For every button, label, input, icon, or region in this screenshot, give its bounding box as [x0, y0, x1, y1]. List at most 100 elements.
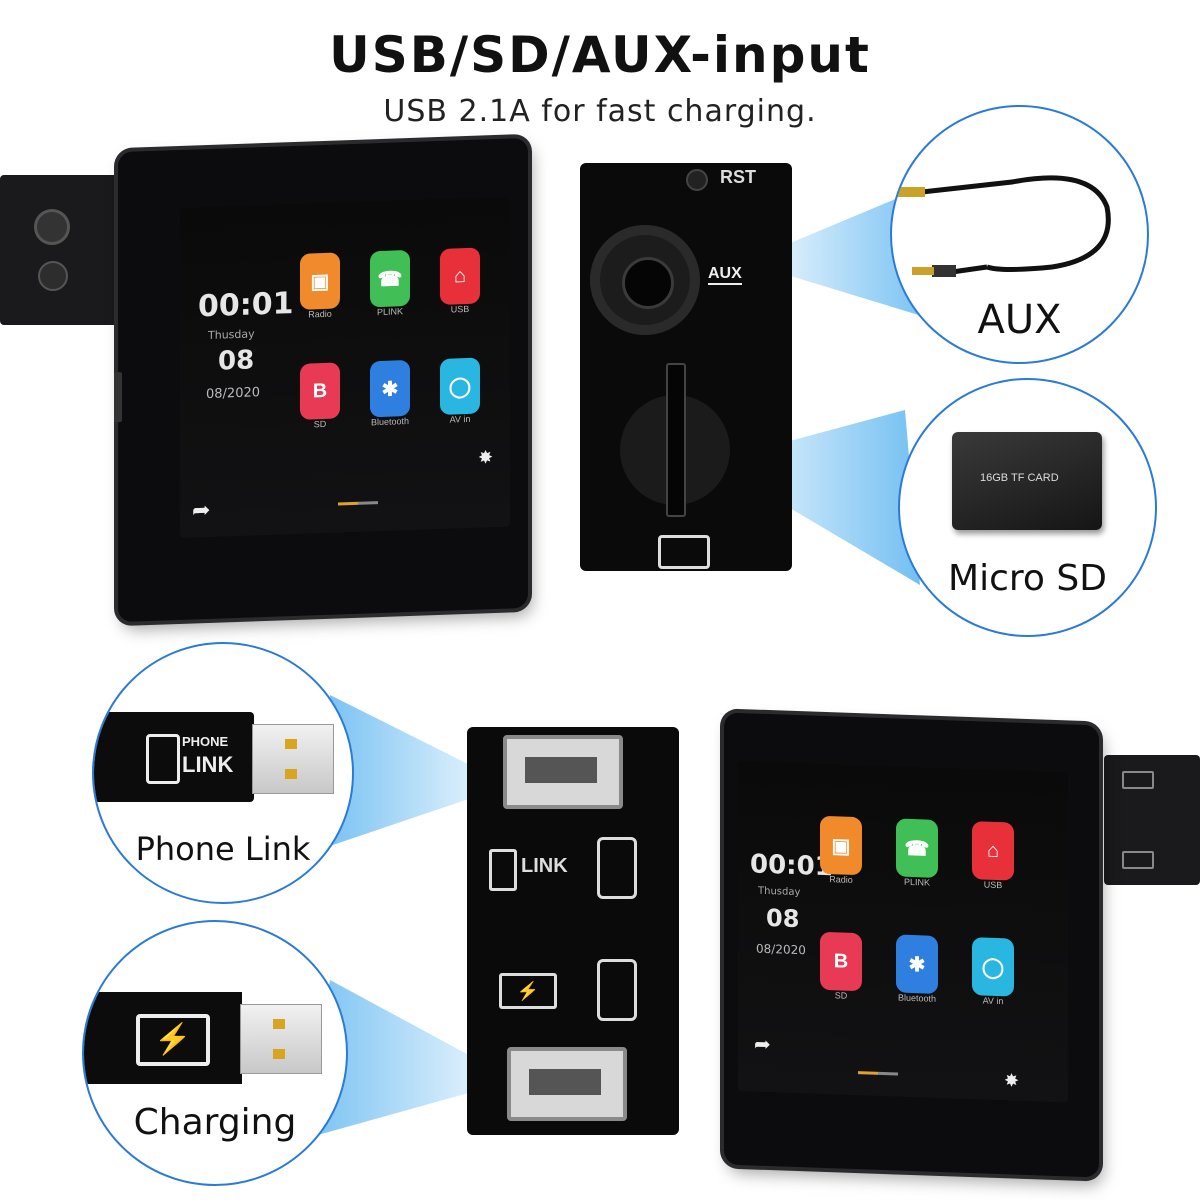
charging-usb-port[interactable]: [507, 1047, 627, 1121]
micro-sd-callout: 16GB TF CARD Micro SD: [898, 378, 1157, 637]
app-tile-av-in[interactable]: ◯AV in: [440, 357, 480, 425]
aux-label: AUX: [977, 297, 1062, 343]
device-frame-bottom: 00:01 Thusday 08 08/2020 ▣Radio☎PLINK⌂US…: [724, 712, 1099, 1178]
micro-sd-card: 16GB TF CARD: [952, 432, 1102, 530]
app-label: USB: [450, 303, 470, 315]
charging-plug-metal: [240, 1004, 322, 1074]
sd-card-icon: [658, 535, 710, 569]
app-label: SD: [834, 990, 848, 1001]
sd-card-icon: B: [820, 931, 862, 992]
app-label: Bluetooth: [897, 992, 937, 1004]
phone-link-badge-top: PHONE: [182, 734, 229, 749]
bracket-usb-2: [1122, 851, 1154, 869]
app-label: PLINK: [376, 306, 403, 318]
usb-icon: ⌂: [440, 247, 480, 305]
phone-link-beam: [318, 695, 510, 850]
usb-plug-metal: [252, 724, 334, 794]
clock-time: 00:01: [198, 286, 294, 325]
phone-link-callout: PHONE LINK Phone Link: [92, 642, 354, 904]
app-label: PLINK: [903, 876, 930, 888]
bracket-usb-1: [1122, 771, 1154, 789]
charging-callout: ⚡ Charging: [82, 920, 348, 1186]
app-label: Radio: [308, 308, 332, 320]
sd-card-icon: B: [300, 362, 340, 420]
charging-beam: [300, 980, 515, 1140]
back-arrow-icon-bottom[interactable]: ➦: [754, 1033, 771, 1057]
aux-beam: [745, 195, 935, 320]
charging-cable-body: ⚡: [84, 992, 242, 1084]
app-label: USB: [983, 879, 1003, 891]
brightness-icon[interactable]: ✸: [478, 447, 494, 468]
radio-icon: ▣: [300, 252, 340, 310]
aux-callout: AUX: [890, 105, 1149, 364]
app-tile-bluetooth[interactable]: ✱Bluetooth: [896, 934, 938, 1004]
clock-day-bottom: Thusday: [758, 885, 801, 899]
app-label: AV in: [449, 413, 471, 425]
bracket-aux-jack: [34, 209, 70, 245]
clock-day: Thusday: [208, 327, 255, 343]
device-screen[interactable]: 00:01 Thusday 08 08/2020 ▣Radio ☎PLINK ⌂US…: [180, 196, 510, 538]
head-unit-bottom: 00:01 Thusday 08 08/2020 ▣Radio☎PLINK⌂US…: [720, 712, 1200, 1178]
app-tile-av-in[interactable]: ◯AV in: [972, 937, 1014, 1006]
radio-icon: ▣: [820, 815, 862, 876]
page-indicator: [338, 501, 378, 506]
phone-link-icon: ☎: [370, 249, 410, 308]
phone-link-badge-icon: [146, 734, 180, 784]
phone-link-label: Phone Link: [135, 830, 311, 868]
back-arrow-icon[interactable]: ➦: [192, 496, 211, 523]
micro-sd-label: Micro SD: [948, 558, 1107, 599]
mount-bracket: [0, 175, 120, 325]
battery-port-icon: ⚡: [499, 973, 557, 1009]
brightness-icon-bottom[interactable]: ✸: [1004, 1070, 1020, 1091]
app-tile-plink[interactable]: ☎PLINK: [370, 249, 410, 318]
bluetooth-icon: ✱: [370, 359, 410, 418]
phone-link-usb-port[interactable]: [503, 735, 623, 809]
app-label: AV in: [982, 995, 1004, 1007]
head-unit-top: 00:01 Thusday 08 08/2020 ▣Radio ☎PLINK ⌂US…: [0, 137, 540, 630]
phone-link-badge-bottom: LINK: [182, 752, 234, 777]
sd-card-slot[interactable]: [666, 363, 686, 517]
reset-label: RST: [720, 167, 756, 187]
clock-date: 08: [218, 345, 255, 377]
av-in-icon: ◯: [972, 937, 1014, 997]
app-tile-plink[interactable]: ☎PLINK: [896, 818, 938, 888]
usb-cable-body: PHONE LINK: [94, 712, 254, 802]
phone-link-icon: ☎: [896, 818, 938, 878]
port-panel-aux-sd: RST AUX: [580, 163, 792, 571]
app-label: Radio: [829, 874, 853, 885]
aux-jack-hole: [622, 257, 674, 309]
reset-hole[interactable]: [686, 169, 708, 191]
device-frame: 00:01 Thusday 08 08/2020 ▣Radio ☎PLINK ⌂US…: [114, 137, 528, 623]
app-tile-usb[interactable]: ⌂USB: [440, 247, 480, 315]
bracket-knob: [38, 261, 68, 291]
page-indicator-bottom: [858, 1071, 898, 1076]
clock-date-bottom: 08: [766, 903, 800, 934]
phone-link-port-text: LINK: [521, 855, 568, 877]
device-screen-bottom[interactable]: 00:01 Thusday 08 08/2020 ▣Radio☎PLINK⌂US…: [738, 760, 1068, 1103]
port-panel-usb: LINK ⚡: [467, 727, 679, 1135]
charging-label: Charging: [133, 1102, 297, 1143]
battery-bolt-icon: ⚡: [136, 1014, 210, 1066]
aux-jack[interactable]: [590, 225, 700, 335]
app-tile-bluetooth[interactable]: ✱Bluetooth: [370, 359, 410, 427]
usb-symbol-icon: [597, 837, 637, 899]
sd-card-text: 16GB TF CARD: [980, 472, 1059, 484]
app-label: SD: [313, 418, 327, 430]
app-tile-radio[interactable]: ▣Radio: [820, 815, 862, 885]
app-tile-usb[interactable]: ⌂USB: [972, 821, 1014, 890]
app-tile-radio[interactable]: ▣Radio: [300, 252, 340, 320]
page-subtitle: USB 2.1A for fast charging.: [383, 94, 817, 129]
side-button[interactable]: [114, 372, 122, 423]
usb-icon: ⌂: [972, 821, 1014, 881]
aux-port-label: AUX: [708, 265, 742, 285]
aux-cable-icon: [897, 175, 1111, 277]
clock-month-year-bottom: 08/2020: [756, 941, 806, 958]
mount-bracket-bottom: [1104, 755, 1200, 885]
usb-symbol-icon-2: [597, 959, 637, 1021]
clock-month-year: 08/2020: [206, 385, 261, 403]
